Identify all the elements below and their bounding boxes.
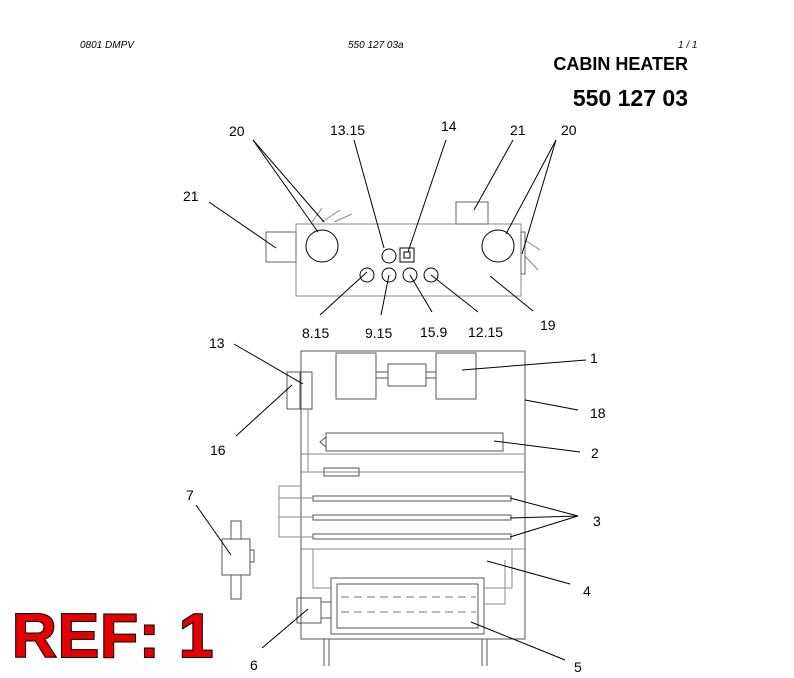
control-panel-assembly <box>265 201 541 297</box>
lower-tank-inner <box>336 583 479 629</box>
heating-element-3c <box>312 533 512 540</box>
callout-8-15: 8.15 <box>302 325 329 341</box>
socket-15-9 <box>402 267 418 283</box>
callout-15-9: 15.9 <box>420 324 447 340</box>
callout-12-15: 12.15 <box>468 324 503 340</box>
callout-18: 18 <box>590 405 606 421</box>
callout-21-left: 21 <box>183 188 199 204</box>
lower-tank-outer <box>330 577 485 635</box>
heating-element-3b <box>312 514 512 521</box>
callout-4: 4 <box>583 583 591 599</box>
socket-12-15 <box>423 267 439 283</box>
heater-body-assembly <box>278 350 526 666</box>
callout-2: 2 <box>591 445 599 461</box>
header-code: 0801 DMPV <box>80 40 134 51</box>
callout-6: 6 <box>250 657 258 673</box>
callout-1: 1 <box>590 350 598 366</box>
callout-13-15: 13.15 <box>330 122 365 138</box>
indicator-13-15 <box>381 248 397 264</box>
socket-8-15 <box>359 267 375 283</box>
callout-21-top: 21 <box>510 122 526 138</box>
leader-lines <box>195 139 587 661</box>
callout-16: 16 <box>210 442 226 458</box>
heater-housing <box>300 350 526 640</box>
fan-motor-right <box>435 352 477 400</box>
callout-19: 19 <box>540 317 556 333</box>
header-document-number: 550 127 03a <box>348 40 404 51</box>
callout-20-right: 20 <box>561 122 577 138</box>
callout-14: 14 <box>441 118 457 134</box>
callout-9-15: 9.15 <box>365 325 392 341</box>
header-page-number: 1 / 1 <box>678 40 698 51</box>
page-title: CABIN HEATER <box>553 54 688 74</box>
left-connector <box>265 231 297 263</box>
fan-motor-left <box>335 352 377 400</box>
top-connector <box>455 201 489 225</box>
part-number: 550 127 03 <box>572 85 688 111</box>
left-rotary-knob <box>305 229 339 263</box>
right-rotary-knob <box>481 229 515 263</box>
callout-20-left: 20 <box>229 123 245 139</box>
heating-element-2 <box>325 432 504 452</box>
switch-14 <box>399 247 415 263</box>
socket-9-15 <box>381 267 397 283</box>
ref-badge: REF: 1 <box>11 602 215 671</box>
heating-element-3a <box>312 495 512 502</box>
callout-13: 13 <box>209 335 225 351</box>
callout-7: 7 <box>186 487 194 503</box>
callout-5: 5 <box>574 659 582 675</box>
callout-3: 3 <box>593 513 601 529</box>
fan-motor-center <box>387 363 427 387</box>
callout-labels: 20 13.15 14 21 20 21 8.15 9.15 15.9 12.1… <box>183 118 606 675</box>
detached-valve-7 <box>221 520 255 600</box>
